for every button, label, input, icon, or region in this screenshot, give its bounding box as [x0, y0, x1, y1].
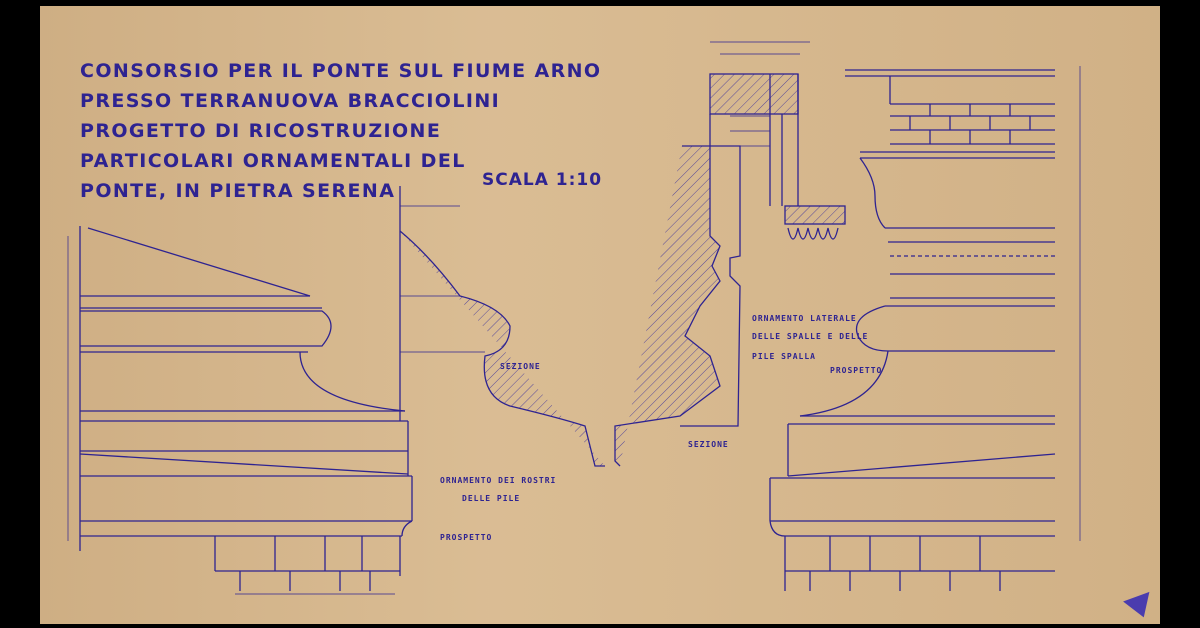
prospetto-right-label: PROSPETTO [830, 366, 883, 375]
title-line-1: CONSORSIO PER IL PONTE SUL FIUME ARNO [80, 60, 602, 82]
ornamento-laterale-label-2: DELLE SPALLE E DELLE [752, 332, 869, 341]
title-line-4: PARTICOLARI ORNAMENTALI DEL [80, 150, 466, 172]
ornamento-laterale-label-3: PILE SPALLA [752, 352, 816, 361]
ornamento-laterale-label-1: ORNAMENTO LATERALE [752, 314, 857, 323]
sezione-right-label: SEZIONE [688, 440, 729, 449]
ornamento-rostri-label-2: DELLE PILE [462, 494, 521, 503]
title-block: CONSORSIO PER IL PONTE SUL FIUME ARNO PR… [80, 56, 601, 206]
left-elevation [67, 226, 413, 595]
left-section [399, 186, 605, 467]
right-section [614, 41, 846, 467]
scale-label: SCALA 1:10 [482, 170, 603, 190]
right-elevation [769, 66, 1081, 591]
prospetto-left-label: PROSPETTO [440, 533, 493, 542]
sezione-left-label: SEZIONE [500, 362, 541, 371]
title-line-5: PONTE, IN PIETRA SERENA [80, 180, 396, 202]
technical-drawing [67, 41, 1081, 595]
title-line-3: PROGETTO DI RICOSTRUZIONE [80, 120, 442, 142]
title-line-2: PRESSO TERRANUOVA BRACCIOLINI [80, 90, 501, 112]
ornamento-rostri-label-1: ORNAMENTO DEI ROSTRI [440, 476, 557, 485]
